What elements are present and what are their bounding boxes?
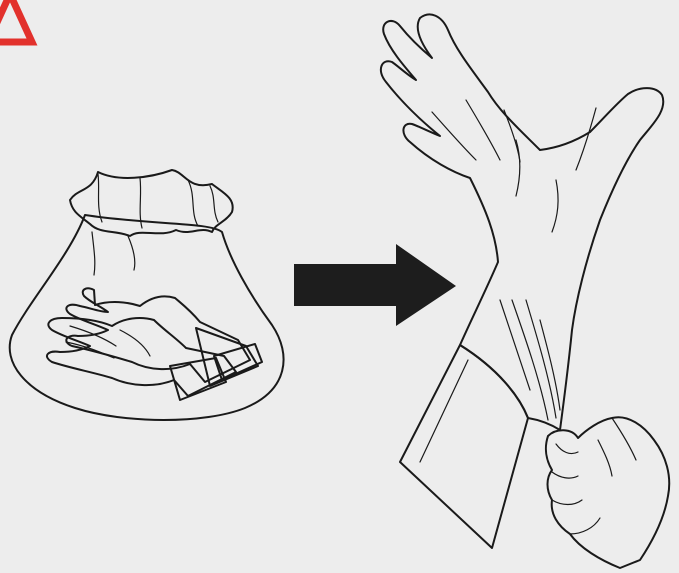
- arrow-right-icon: [294, 244, 456, 326]
- warning-triangle-icon: [0, 0, 32, 42]
- gloves-in-bag-icon: [10, 170, 284, 420]
